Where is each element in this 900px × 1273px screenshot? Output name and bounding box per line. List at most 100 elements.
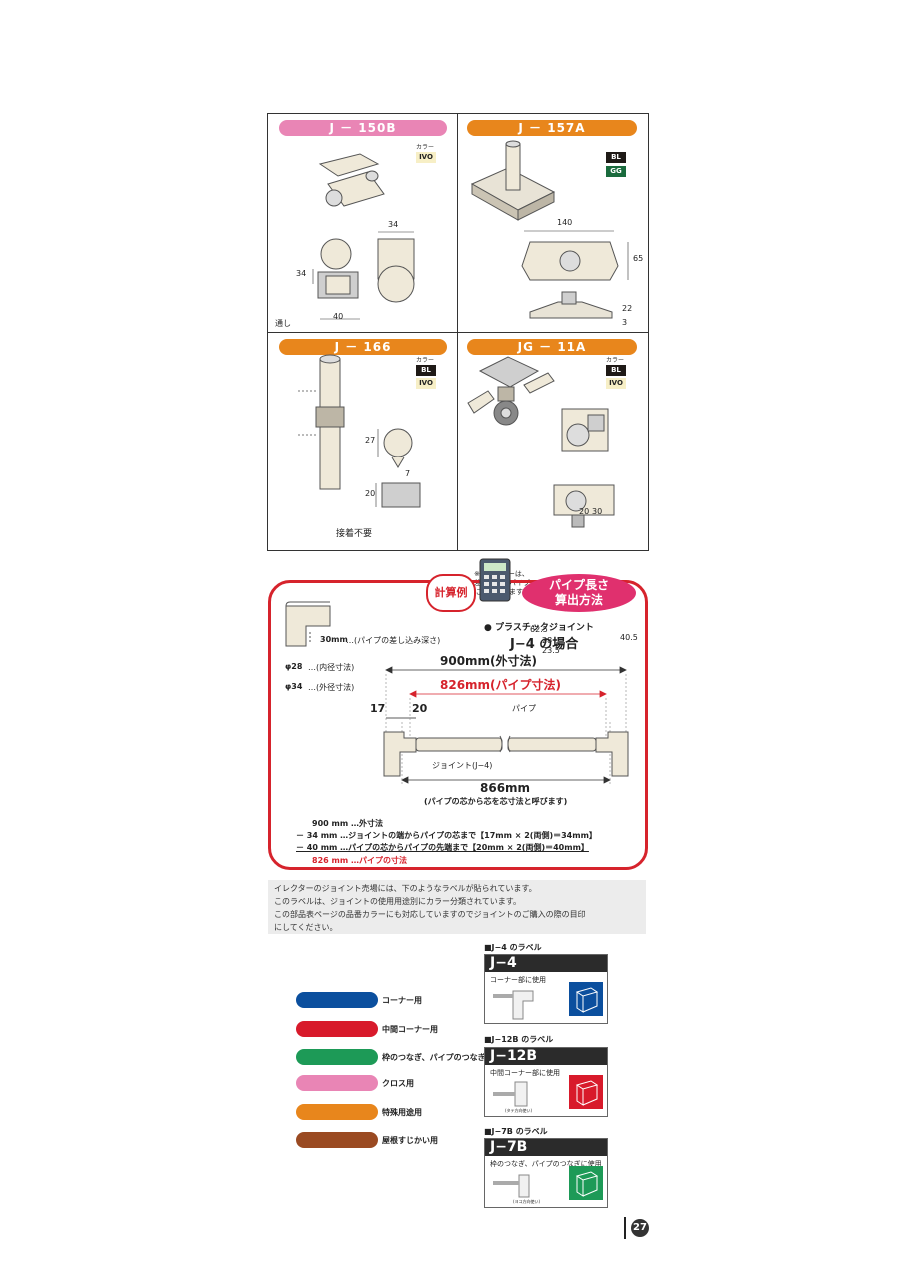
- dim-22: 22: [622, 304, 633, 313]
- card-desc: 枠のつなぎ、パイプのつなぎに使用: [490, 1160, 602, 1168]
- label-card-j7b: J−7B 枠のつなぎ、パイプのつなぎに使用 (ヨコ方向使い): [484, 1138, 608, 1208]
- card-desc: コーナー部に使用: [490, 976, 546, 984]
- color-label: カラー: [416, 144, 435, 151]
- calc-bullet-text: プラスチックジョイント: [495, 623, 594, 633]
- color-label: カラー: [416, 357, 435, 364]
- legend-swatch: [296, 1021, 378, 1037]
- calculator-icon: [479, 558, 511, 602]
- label-card-j4: J−4 コーナー部に使用: [484, 954, 608, 1024]
- legend-label: 特殊用途用: [382, 1108, 422, 1117]
- legend-label: 中間コーナー用: [382, 1025, 438, 1034]
- frame-icon: [575, 1080, 599, 1106]
- legend-swatch: [296, 1132, 378, 1148]
- center-note: (パイプの芯から芯を芯寸法と呼びます): [424, 797, 568, 806]
- dim-20: 20: [412, 702, 428, 715]
- product-code: JG － 11A: [467, 339, 637, 355]
- product-j157a: J － 157A BL GG 140 65 22 3: [458, 114, 648, 332]
- dim-27: 27: [365, 436, 376, 445]
- jg11a-drawing: [467, 356, 615, 528]
- elbow-joint-illustration: [285, 601, 331, 647]
- legend-swatch: [296, 1049, 378, 1065]
- dim-28: 28: [542, 636, 553, 645]
- color-chip-gg: GG: [606, 166, 626, 177]
- dim-40-5: 40.5: [620, 633, 638, 642]
- joint-label: ジョイント(J−4): [432, 761, 493, 770]
- page-number: 27: [631, 1219, 649, 1237]
- legend-label: 枠のつなぎ、パイプのつなぎ用: [382, 1053, 494, 1062]
- product-code: J － 150B: [279, 120, 447, 136]
- legend-label: クロス用: [382, 1079, 414, 1088]
- calc-line-1: 900 mm …外寸法: [312, 819, 383, 828]
- card-color-square: [569, 1166, 603, 1200]
- joint-icon: [493, 1081, 528, 1107]
- center-dimension: 866mm: [480, 781, 531, 795]
- outer-dimension: 900mm(外寸法): [440, 654, 538, 668]
- dim-3: 3: [622, 318, 628, 327]
- info-line-2: このラベルは、ジョイントの使用用途別にカラー分類されています。: [274, 897, 521, 906]
- color-chip-bl: BL: [606, 152, 626, 163]
- insert-note: …(パイプの差し込み深さ): [346, 636, 441, 645]
- pipe-diagram: [383, 666, 629, 784]
- product-code: J － 157A: [467, 120, 637, 136]
- card-color-square: [569, 982, 603, 1016]
- calc-bullet: ● プラスチックジョイント: [484, 623, 594, 633]
- page-number-bar: [624, 1217, 626, 1239]
- card-code: J−12B: [485, 1048, 607, 1065]
- label-card-j12b: J−12B 中間コーナー部に使用 (タテ方向使い): [484, 1047, 608, 1117]
- dim-20: 20: [579, 507, 590, 516]
- legend-label: 屋根すじかい用: [382, 1136, 438, 1145]
- frame-icon: [575, 1171, 599, 1197]
- card-title-j4: ■J−4 のラベル: [484, 943, 542, 952]
- j157a-drawing: [470, 140, 629, 319]
- product-jg11a: JG － 11A カラー BL IVO 20 30 ※キャスターは、: [458, 333, 648, 655]
- outer-diameter: φ34: [285, 682, 303, 691]
- color-chip-ivo: IVO: [416, 152, 436, 163]
- inner-diameter: φ28: [285, 662, 303, 671]
- color-chip-ivo: IVO: [416, 378, 436, 389]
- card-title-j12b: ■J−12B のラベル: [484, 1035, 554, 1044]
- card-code: J−4: [485, 955, 607, 972]
- calc-heading: J−4 の場合: [510, 637, 579, 652]
- calc-line-4: 826 mm …パイプの寸法: [312, 856, 407, 865]
- note: 接着不要: [336, 529, 373, 539]
- note: 通し: [275, 319, 291, 328]
- dim-20: 20: [365, 489, 376, 498]
- label-info-band: イレクターのジョイント売場には、下のようなラベルが貼られています。 このラベルは…: [268, 880, 646, 934]
- frame-icon: [575, 987, 599, 1013]
- dim-17: 17: [370, 702, 386, 715]
- joint-icon: [493, 1174, 530, 1198]
- calc-line-3: － 40 mm …パイプの芯からパイプの先端まで【20mm × 2(両側)＝40…: [296, 843, 589, 852]
- legend-swatch: [296, 992, 378, 1008]
- calc-line-2: － 34 mm …ジョイントの端からパイプの芯まで【17mm × 2(両側)＝3…: [296, 831, 597, 840]
- product-j150b: J － 150B カラー IVO 34 34 40 通し: [268, 114, 458, 332]
- card-code: J−7B: [485, 1139, 607, 1156]
- joint-icon: [493, 990, 534, 1020]
- card-sub: (ヨコ方向使い): [513, 1199, 541, 1204]
- calc-banner: パイプ長さ 算出方法: [522, 574, 636, 612]
- legend-label: コーナー用: [382, 996, 422, 1005]
- pipe-dimension: 826mm(パイプ寸法): [440, 678, 562, 692]
- info-line-1: イレクターのジョイント売場には、下のようなラベルが貼られています。: [274, 884, 537, 893]
- card-sub: (タテ方向使い): [505, 1108, 533, 1113]
- j166-drawing: [298, 354, 421, 508]
- j150b-drawing: [312, 153, 415, 320]
- inner-note: …(内径寸法): [308, 663, 355, 672]
- pipe-label: パイプ: [512, 704, 536, 713]
- info-line-3: この部品表ページの品番カラーにも対応していますのでジョイントのご購入の際の目印: [274, 910, 586, 919]
- dim-34-top: 34: [388, 220, 399, 229]
- grid-divider-horizontal: [268, 332, 648, 333]
- color-label: カラー: [606, 357, 625, 364]
- dim-140: 140: [557, 218, 573, 227]
- dim-23-5: 23.5: [542, 646, 560, 655]
- info-line-4: にしてください。: [274, 923, 338, 932]
- card-desc: 中間コーナー部に使用: [490, 1069, 560, 1077]
- outer-note: …(外径寸法): [308, 683, 355, 692]
- dim-65: 65: [633, 254, 644, 263]
- dim-62-5: 62.5: [530, 625, 548, 634]
- card-title-j7b: ■J−7B のラベル: [484, 1127, 548, 1136]
- dim-30: 30: [592, 507, 603, 516]
- dim-34-side: 34: [296, 269, 307, 278]
- dim-7: 7: [405, 469, 411, 478]
- calc-badge: 計算例: [426, 574, 476, 612]
- card-color-square: [569, 1075, 603, 1109]
